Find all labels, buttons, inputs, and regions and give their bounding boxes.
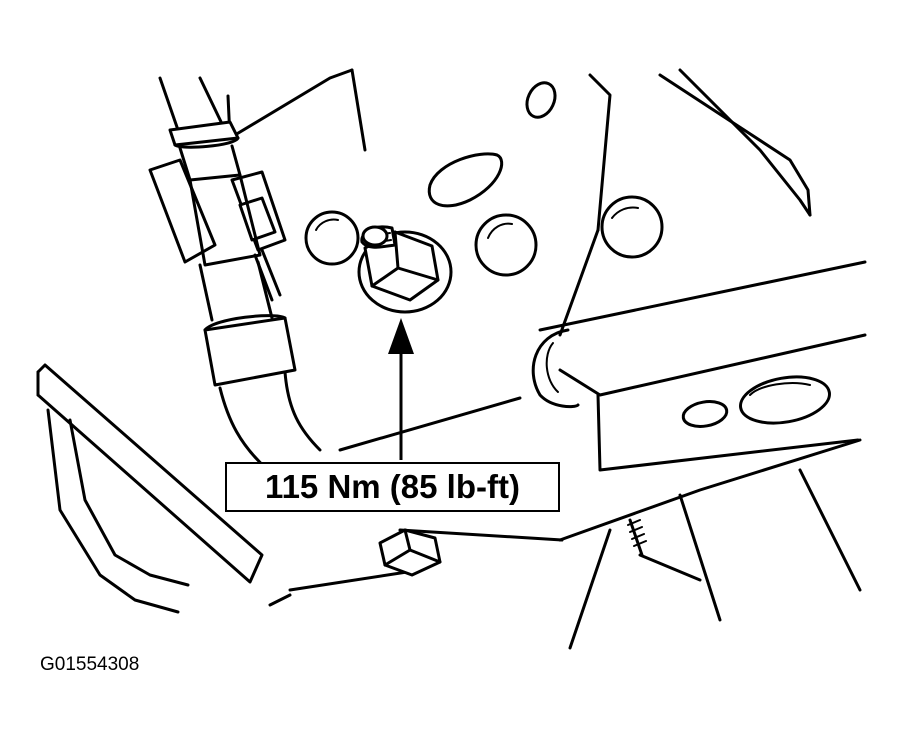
left-rail [36, 363, 264, 614]
hex-bolt [378, 528, 442, 577]
torque-callout-label: 115 Nm (85 lb-ft) [225, 462, 560, 512]
callout-arrow [388, 318, 414, 460]
drain-plug [357, 225, 453, 314]
hose-with-connector [148, 76, 322, 472]
casing-plugs [304, 81, 831, 428]
figure-id-label: G01554308 [40, 654, 140, 675]
housing-outline [226, 68, 867, 650]
